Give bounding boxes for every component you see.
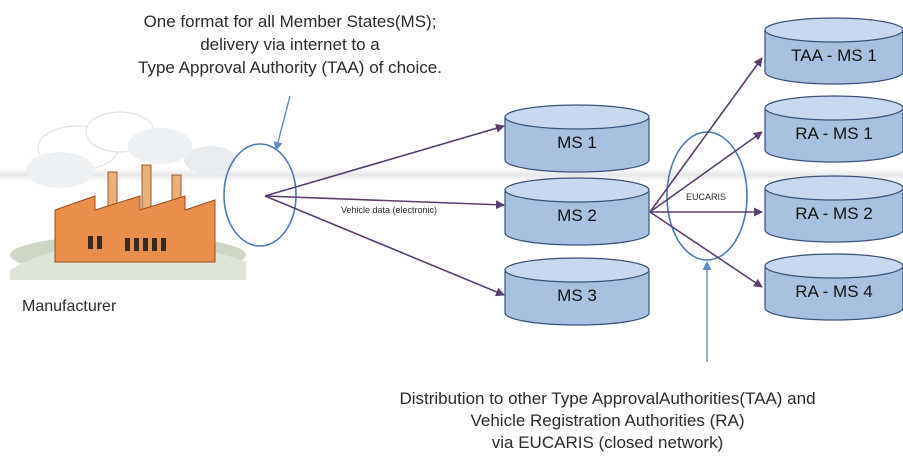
delivery-note-line-2: delivery via internet to a [200,35,380,54]
ra-ms4-label: RA - MS 4 [795,282,872,301]
ms3-label: MS 3 [557,286,597,305]
arrow-to-ra-ms4 [649,211,763,288]
distribution-note: Distribution to other Type ApprovalAutho… [330,388,885,454]
eucaris-label: EUCARIS [686,192,727,202]
distribution-note-line-2: Vehicle Registration Authorities (RA) [470,411,745,430]
taa-ms1-label: TAA - MS 1 [791,46,877,65]
arrow-to-ms3 [264,195,505,297]
cylinder-ms1: MS 1 [504,104,650,173]
delivery-note-line-1: One format for all Member States(MS); [143,12,437,31]
cylinder-ra-ms1: RA - MS 1 [764,95,903,163]
cylinder-ra-ms2: RA - MS 2 [764,175,903,243]
delivery-callout-arrow [273,95,291,151]
distribution-note-line-1: Distribution to other Type ApprovalAutho… [399,389,816,408]
cylinder-ra-ms4: RA - MS 4 [764,253,903,321]
delivery-note: One format for all Member States(MS); de… [60,10,520,79]
ms1-label: MS 1 [557,133,597,152]
manufacturer-label: Manufacturer [22,298,117,315]
delivery-ellipse [223,143,297,247]
arrow-to-ms2 [264,195,505,210]
ra-ms2-label: RA - MS 2 [795,204,872,223]
cylinder-taa-ms1: TAA - MS 1 [764,17,903,85]
vehicle-data-label: Vehicle data (electronic) [341,205,438,215]
arrow-to-ra-ms1 [649,131,763,213]
delivery-note-line-3: Type Approval Authority (TAA) of choice. [138,58,442,77]
distribution-note-line-3: via EUCARIS (closed network) [491,433,724,452]
cylinder-ms3: MS 3 [504,257,650,326]
cylinder-ms2: MS 2 [504,177,650,246]
ra-ms1-label: RA - MS 1 [795,124,872,143]
eucaris-ellipse [666,131,748,261]
ms2-label: MS 2 [557,206,597,225]
arrow-to-taa-ms1 [649,57,763,213]
arrow-to-ms1 [264,123,505,197]
factory-icon [10,111,246,280]
